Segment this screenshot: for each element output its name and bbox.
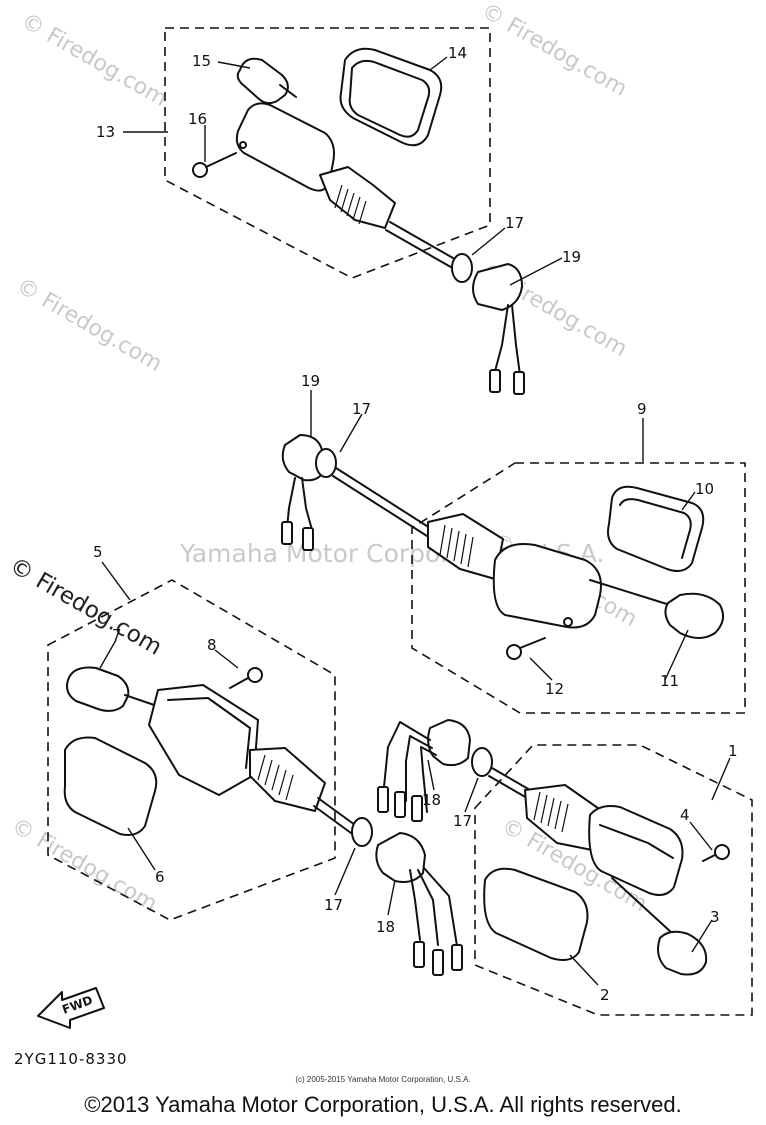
flasher-assembly-left [63, 666, 463, 976]
callout-6: 6 [155, 868, 165, 886]
assembly-box-9 [411, 462, 746, 714]
assembly-box-1 [474, 744, 753, 1016]
nut-17-right [471, 747, 493, 777]
callout-17: 17 [453, 812, 472, 830]
lens-10 [607, 485, 705, 572]
diagram-code: 2YG110-8330 [14, 1050, 128, 1068]
lens-2 [483, 867, 589, 961]
screw-4 [702, 844, 730, 862]
callout-10: 10 [695, 480, 714, 498]
callout-18: 18 [422, 791, 441, 809]
bulb-15 [236, 57, 297, 105]
callout-5: 5 [93, 543, 103, 561]
callout-15: 15 [192, 52, 211, 70]
housing-9 [427, 513, 602, 629]
bulb-11 [589, 579, 725, 639]
lens-6 [63, 736, 158, 836]
assembly-box-13 [164, 27, 491, 279]
callout-13: 13 [96, 123, 115, 141]
watermark-firedog-dark: © Firedog.com [5, 553, 166, 661]
housing-5 [148, 684, 356, 834]
small-copyright: (c) 2005-2015 Yamaha Motor Corporation, … [295, 1075, 471, 1084]
callout-17: 17 [505, 214, 524, 232]
lens-14 [339, 47, 443, 147]
callout-14: 14 [448, 44, 467, 62]
callout-8: 8 [207, 636, 217, 654]
flasher-assembly-top [192, 47, 525, 395]
callout-2: 2 [600, 986, 610, 1004]
callout-12: 12 [545, 680, 564, 698]
screw-12 [506, 637, 546, 660]
grommet-18-right [377, 719, 471, 822]
callout-labels: 15 14 13 16 17 19 19 17 9 10 11 12 5 7 8… [93, 44, 738, 1004]
housing-13 [235, 102, 461, 271]
flasher-assembly-right [377, 719, 730, 976]
nut-17-mid [315, 448, 337, 478]
bulb-7 [66, 666, 161, 712]
bulb-3 [611, 877, 708, 976]
callout-9: 9 [637, 400, 647, 418]
callout-11: 11 [660, 672, 679, 690]
grommet-18-left [375, 832, 463, 976]
grommet-19-top [472, 263, 525, 395]
screw-16 [192, 141, 247, 178]
callout-1: 1 [728, 742, 738, 760]
screw-8 [229, 667, 263, 689]
watermark-firedog: © Firedog.com [12, 274, 166, 377]
callout-19: 19 [301, 372, 320, 390]
fwd-arrow-icon: FWD [37, 987, 105, 1029]
callout-7: 7 [112, 626, 122, 644]
nut-17-top [451, 253, 473, 283]
leader-lines [99, 56, 731, 986]
housing-1 [524, 784, 684, 896]
callout-4: 4 [680, 806, 690, 824]
watermark-firedog: © Firedog.com [477, 0, 631, 102]
nut-17-left [351, 817, 373, 847]
watermark-firedog: © Firedog.com [17, 9, 171, 112]
callout-18: 18 [376, 918, 395, 936]
assembly-box-5 [47, 579, 336, 921]
callout-16: 16 [188, 110, 207, 128]
footer-copyright: ©2013 Yamaha Motor Corporation, U.S.A. A… [84, 1092, 682, 1117]
callout-3: 3 [710, 908, 720, 926]
stem-threads [334, 184, 367, 225]
callout-19: 19 [562, 248, 581, 266]
flasher-assembly-middle [281, 434, 725, 660]
callout-17: 17 [352, 400, 371, 418]
callout-17: 17 [324, 896, 343, 914]
grommet-19-mid [281, 434, 325, 551]
